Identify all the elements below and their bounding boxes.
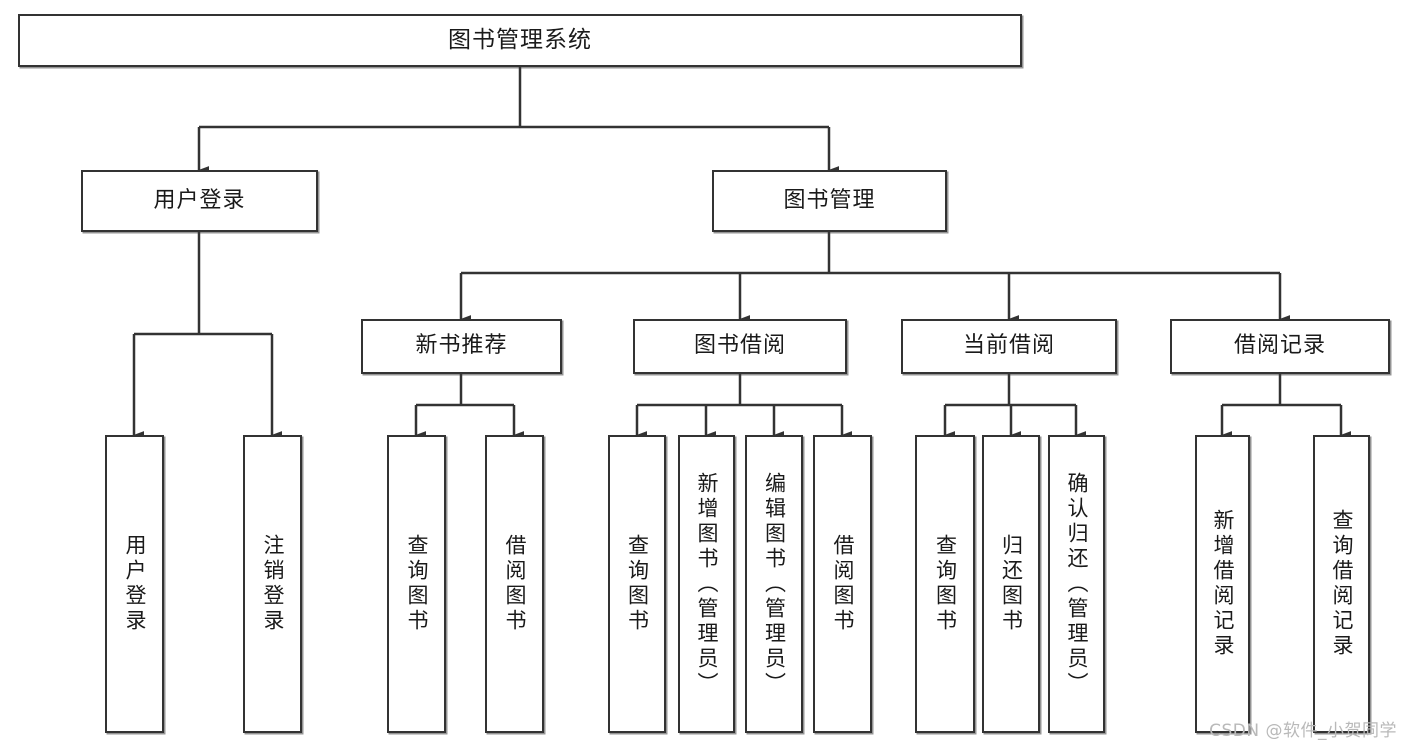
node-new-book-recommend-label: 新书推荐 xyxy=(415,333,508,359)
leaf-query-book-borrow[interactable]: 查询图书 xyxy=(608,435,666,733)
node-current-borrow-label: 当前借阅 xyxy=(962,333,1055,359)
node-user-login-label: 用户登录 xyxy=(153,187,246,213)
node-book-manage[interactable]: 图书管理 xyxy=(712,170,947,232)
node-borrow-record[interactable]: 借阅记录 xyxy=(1170,319,1390,374)
leaf-user-login-label: 用户登录 xyxy=(122,534,147,634)
leaf-user-logout-label: 注销登录 xyxy=(260,534,285,634)
leaf-query-book-recommend-label: 查询图书 xyxy=(404,534,429,634)
leaf-query-borrow-record-label: 查询借阅记录 xyxy=(1329,509,1354,659)
leaf-query-book-recommend[interactable]: 查询图书 xyxy=(387,435,446,733)
node-current-borrow[interactable]: 当前借阅 xyxy=(901,319,1117,374)
leaf-borrow-book-recommend-label: 借阅图书 xyxy=(502,534,527,634)
leaf-edit-book-label: 编辑图书（管理员） xyxy=(762,471,787,697)
leaf-return-book[interactable]: 归还图书 xyxy=(982,435,1040,733)
node-new-book-recommend[interactable]: 新书推荐 xyxy=(361,319,562,374)
leaf-borrow-book[interactable]: 借阅图书 xyxy=(813,435,872,733)
node-user-login[interactable]: 用户登录 xyxy=(81,170,318,232)
leaf-user-login[interactable]: 用户登录 xyxy=(105,435,164,733)
node-borrow-record-label: 借阅记录 xyxy=(1233,333,1326,359)
leaf-query-book-current[interactable]: 查询图书 xyxy=(915,435,975,733)
node-book-borrow[interactable]: 图书借阅 xyxy=(633,319,847,374)
leaf-edit-book[interactable]: 编辑图书（管理员） xyxy=(745,435,803,733)
leaf-borrow-book-label: 借阅图书 xyxy=(830,534,855,634)
leaf-query-borrow-record[interactable]: 查询借阅记录 xyxy=(1313,435,1370,733)
node-book-manage-label: 图书管理 xyxy=(783,187,876,213)
leaf-add-book-label: 新增图书（管理员） xyxy=(694,471,719,697)
node-root[interactable]: 图书管理系统 xyxy=(18,14,1022,67)
leaf-confirm-return-label: 确认归还（管理员） xyxy=(1064,471,1089,697)
leaf-confirm-return[interactable]: 确认归还（管理员） xyxy=(1048,435,1105,733)
leaf-add-borrow-record-label: 新增借阅记录 xyxy=(1210,509,1235,659)
leaf-add-book[interactable]: 新增图书（管理员） xyxy=(678,435,735,733)
leaf-user-logout[interactable]: 注销登录 xyxy=(243,435,302,733)
leaf-return-book-label: 归还图书 xyxy=(999,534,1024,634)
leaf-borrow-book-recommend[interactable]: 借阅图书 xyxy=(485,435,544,733)
node-book-borrow-label: 图书借阅 xyxy=(693,333,786,359)
node-root-label: 图书管理系统 xyxy=(448,26,592,53)
leaf-query-book-current-label: 查询图书 xyxy=(933,534,958,634)
leaf-query-book-borrow-label: 查询图书 xyxy=(625,534,650,634)
leaf-add-borrow-record[interactable]: 新增借阅记录 xyxy=(1195,435,1250,733)
